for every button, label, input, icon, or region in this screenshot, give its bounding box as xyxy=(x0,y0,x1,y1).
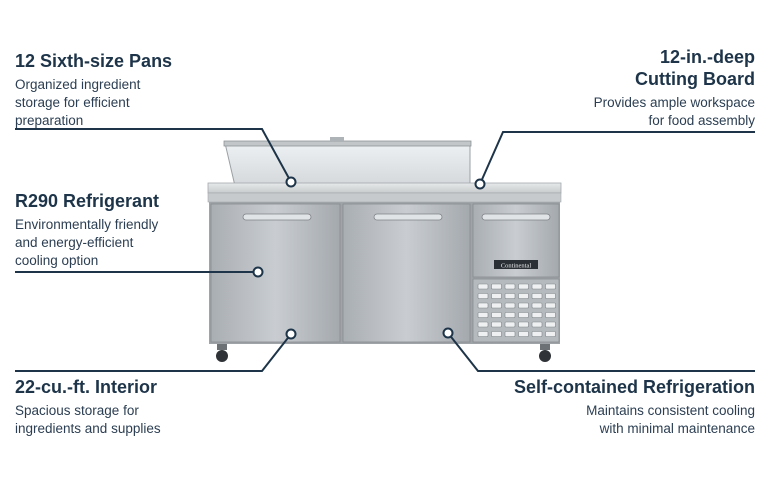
callout-dot-refrigerant xyxy=(252,266,264,278)
feature-description: Maintains consistent cooling with minima… xyxy=(586,403,755,436)
vent-slot xyxy=(545,302,556,309)
feature-title: R290 Refrigerant xyxy=(15,191,160,211)
feature-description: Organized ingredient storage for efficie… xyxy=(15,77,141,128)
vent-slot xyxy=(518,302,529,309)
vent-slot xyxy=(545,321,556,328)
right-door-handle xyxy=(481,213,551,221)
vent-louvers xyxy=(477,283,556,337)
vent-slot xyxy=(491,312,502,318)
vent-slot xyxy=(491,293,502,299)
vent-slot xyxy=(504,283,516,290)
feature-title: 22-cu.-ft. Interior xyxy=(15,377,158,397)
vent-slot xyxy=(518,283,529,290)
vent-slot xyxy=(477,312,489,318)
vent-slot xyxy=(477,302,489,309)
feature-self-contained-refrigeration: Self-contained Refrigeration Maintains c… xyxy=(455,376,755,438)
feature-description: Provides ample workspace for food assemb… xyxy=(593,95,755,128)
feature-interior-capacity: 22-cu.-ft. Interior Spacious storage for… xyxy=(15,376,245,438)
vent-slot xyxy=(531,321,543,328)
vent-slot xyxy=(477,331,489,337)
vent-slot xyxy=(531,293,543,299)
callout-dot-cutting-board xyxy=(474,178,486,190)
vent-slot xyxy=(491,302,502,309)
callout-line-cutting-board xyxy=(479,131,755,185)
center-door xyxy=(342,203,471,343)
vent-slot xyxy=(545,283,556,290)
cutting-board xyxy=(207,182,562,203)
callout-dot-pans xyxy=(285,176,297,188)
vent-slot xyxy=(504,293,516,299)
vent-slot xyxy=(531,302,543,309)
feature-sixth-size-pans: 12 Sixth-size Pans Organized ingredient … xyxy=(15,50,235,130)
callout-dot-interior xyxy=(285,328,297,340)
callout-lines xyxy=(15,128,755,372)
callout-line-self-contained xyxy=(447,332,755,372)
feature-title: 12-in.-deep Cutting Board xyxy=(635,47,755,89)
vent-slot xyxy=(491,331,502,337)
vent-slot xyxy=(518,312,529,318)
feature-description: Spacious storage for ingredients and sup… xyxy=(15,403,161,436)
callout-dot-self-contained xyxy=(442,327,454,339)
left-door-handle xyxy=(242,213,312,221)
vent-slot xyxy=(504,302,516,309)
casters xyxy=(216,344,551,362)
feature-r290-refrigerant: R290 Refrigerant Environmentally friendl… xyxy=(15,190,235,270)
brand-badge xyxy=(494,260,538,269)
vent-slot xyxy=(545,331,556,337)
vent-slot xyxy=(504,331,516,337)
vent-slot xyxy=(491,321,502,328)
vent-slot xyxy=(545,312,556,318)
vent-slot xyxy=(477,293,489,299)
feature-title: Self-contained Refrigeration xyxy=(513,377,755,397)
vent-slot xyxy=(504,321,516,328)
callout-line-pans xyxy=(15,128,292,183)
feature-cutting-board: 12-in.-deep Cutting Board Provides ample… xyxy=(495,46,755,130)
vent-slot xyxy=(518,321,529,328)
feature-description: Environmentally friendly and energy-effi… xyxy=(15,217,159,268)
vent-slot xyxy=(531,283,543,290)
brand-badge-text: Continental xyxy=(501,263,532,270)
center-door-handle xyxy=(373,213,443,221)
feature-title: 12 Sixth-size Pans xyxy=(15,51,173,71)
vent-slot xyxy=(504,312,516,318)
callout-line-interior xyxy=(15,333,292,372)
vent-slot xyxy=(518,331,529,337)
vent-slot xyxy=(491,283,502,290)
vent-slot xyxy=(531,331,543,337)
vent-slot xyxy=(531,312,543,318)
vent-slot xyxy=(477,283,489,290)
vent-slot xyxy=(477,321,489,328)
vent-slot xyxy=(545,293,556,299)
pan-lid xyxy=(223,137,472,187)
callout-dots xyxy=(252,176,486,340)
vent-slot xyxy=(518,293,529,299)
